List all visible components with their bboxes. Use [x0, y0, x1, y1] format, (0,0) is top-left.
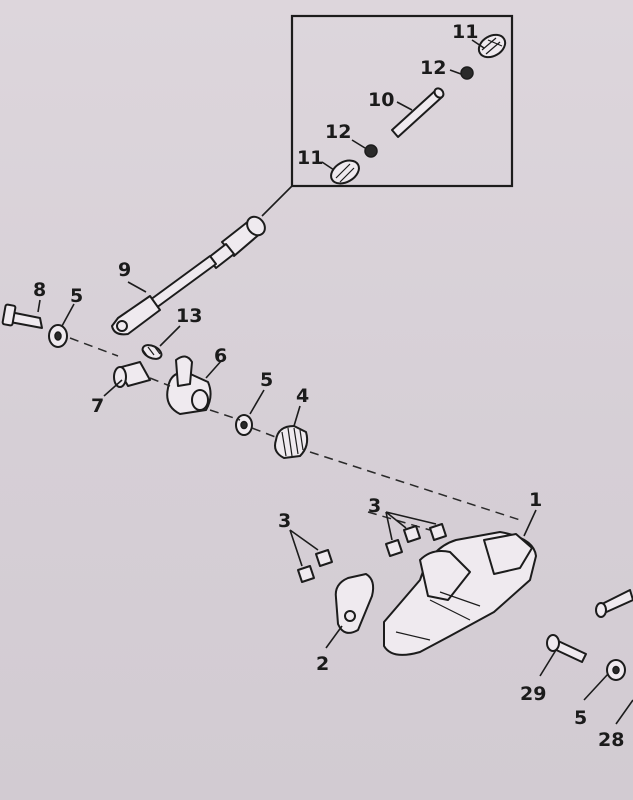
callout-11-top: 11 — [452, 21, 478, 43]
part-7-bushing — [113, 361, 151, 388]
leader-2 — [325, 625, 343, 649]
part-5-washer-middle — [235, 414, 253, 436]
part-13-spring — [141, 344, 163, 360]
leader-9 — [127, 281, 147, 293]
callout-10: 10 — [368, 89, 394, 111]
part-28-bolt — [595, 589, 633, 618]
leader-13 — [159, 325, 181, 347]
leader-8 — [37, 299, 41, 313]
leader-3-left — [289, 529, 319, 567]
inset-detail — [261, 14, 514, 217]
inset-connector-line — [261, 185, 293, 217]
callout-12-bottom: 12 — [325, 121, 351, 143]
callout-5-right: 5 — [574, 707, 587, 729]
leader-5-left — [61, 303, 75, 327]
part-12-ball-top — [460, 66, 474, 80]
callout-5-middle: 5 — [260, 369, 273, 391]
callout-1: 1 — [529, 489, 542, 511]
part-1-housing — [383, 531, 537, 656]
callout-29: 29 — [520, 683, 546, 705]
callout-2: 2 — [316, 653, 329, 675]
leader-29 — [539, 649, 557, 677]
part-3-screws-left — [297, 549, 333, 583]
leader-5-right — [583, 673, 609, 701]
part-3-screws-right — [385, 523, 447, 557]
part-11-bushing-bottom — [330, 159, 360, 185]
callout-3-left: 3 — [278, 510, 291, 532]
part-12-ball-bottom — [364, 144, 378, 158]
assembly-centerline-2 — [367, 511, 431, 531]
callout-9: 9 — [118, 259, 131, 281]
part-4-spring — [274, 425, 309, 459]
part-11-bushing-top — [477, 33, 507, 59]
assembly-centerline — [69, 337, 521, 521]
callout-28: 28 — [598, 729, 624, 751]
part-5-washer-right — [606, 659, 626, 681]
leader-3-right — [385, 511, 437, 541]
leader-28 — [615, 699, 633, 725]
leader-4 — [293, 405, 301, 427]
callout-11-bottom: 11 — [297, 147, 323, 169]
part-9-shift-rod — [111, 215, 266, 336]
callout-3-right: 3 — [368, 495, 381, 517]
part-2-bracket — [334, 573, 375, 634]
leader-5-middle — [249, 389, 265, 415]
leader-6 — [205, 359, 223, 379]
callout-12-top: 12 — [420, 57, 446, 79]
callout-5-left: 5 — [70, 285, 83, 307]
inset-frame — [290, 14, 514, 188]
part-29-bolt — [546, 634, 587, 663]
part-6-shift-arm — [166, 355, 212, 415]
callout-8: 8 — [33, 279, 46, 301]
callout-6: 6 — [214, 345, 227, 367]
part-8-bolt — [1, 303, 43, 329]
part-10-pin — [391, 87, 445, 138]
part-5-washer-left — [48, 324, 68, 348]
leader-7 — [103, 379, 123, 397]
callout-13: 13 — [176, 305, 202, 327]
leader-1 — [523, 509, 537, 537]
callout-7: 7 — [91, 395, 104, 417]
callout-4: 4 — [296, 385, 309, 407]
